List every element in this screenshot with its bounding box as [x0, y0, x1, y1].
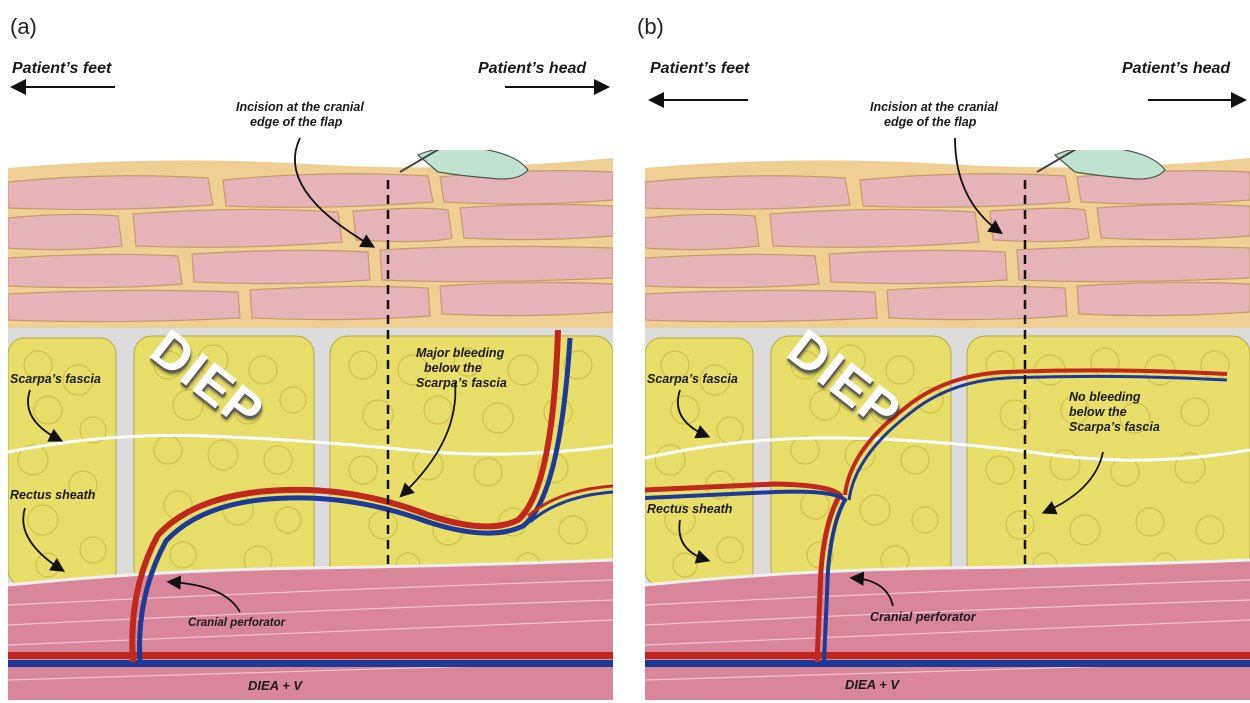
- rectus-muscle: [645, 560, 1250, 700]
- scarpa-label: Scarpa’s fascia: [10, 372, 101, 387]
- perforator-label: Cranial perforator: [188, 616, 285, 631]
- bleeding-line-1: No bleeding: [1069, 390, 1160, 405]
- rectus-label: Rectus sheath: [10, 488, 95, 503]
- bleeding-line-3: Scarpa’s fascia: [1069, 420, 1160, 435]
- incision-line-1: Incision at the cranial: [236, 100, 364, 115]
- diea-artery: [645, 652, 1250, 659]
- incision-line-1: Incision at the cranial: [870, 100, 998, 115]
- feet-label-b: Patient’s feet: [650, 60, 749, 78]
- incision-line-2: edge of the flap: [236, 115, 364, 130]
- perforator-label: Cranial perforator: [870, 610, 976, 625]
- rectus-muscle: [8, 560, 613, 700]
- rectus-label: Rectus sheath: [647, 502, 732, 517]
- feet-label-a: Patient’s feet: [12, 60, 111, 78]
- tissue-layers-a: [8, 150, 613, 700]
- head-label-a: Patient’s head: [478, 60, 586, 78]
- panel-letter-b: (b): [637, 14, 664, 40]
- head-label-b: Patient’s head: [1122, 60, 1230, 78]
- tissue-illustration-a: DIEP Scarpa’s fascia Rectus sheath Major…: [8, 150, 613, 700]
- incision-label-b: Incision at the cranial edge of the flap: [870, 100, 998, 130]
- bleeding-line-2: below the: [1069, 405, 1160, 420]
- bleeding-line-3: Scarpa’s fascia: [416, 376, 507, 391]
- incision-line-2: edge of the flap: [870, 115, 998, 130]
- diea-label: DIEA + V: [845, 677, 899, 692]
- diea-vein: [645, 660, 1250, 667]
- tissue-illustration-b: DIEP Scarpa’s fascia Rectus sheath No bl…: [645, 150, 1250, 700]
- diea-artery: [8, 652, 613, 659]
- incision-label-a: Incision at the cranial edge of the flap: [236, 100, 364, 130]
- bleeding-line-2: below the: [416, 361, 507, 376]
- bleeding-line-1: Major bleeding: [416, 346, 507, 361]
- diea-vein: [8, 660, 613, 667]
- bleeding-label: No bleeding below the Scarpa’s fascia: [1069, 390, 1160, 435]
- bleeding-label: Major bleeding below the Scarpa’s fascia: [416, 346, 507, 391]
- diea-label: DIEA + V: [248, 678, 302, 693]
- scarpa-label: Scarpa’s fascia: [647, 372, 738, 387]
- panel-letter-a: (a): [10, 14, 37, 40]
